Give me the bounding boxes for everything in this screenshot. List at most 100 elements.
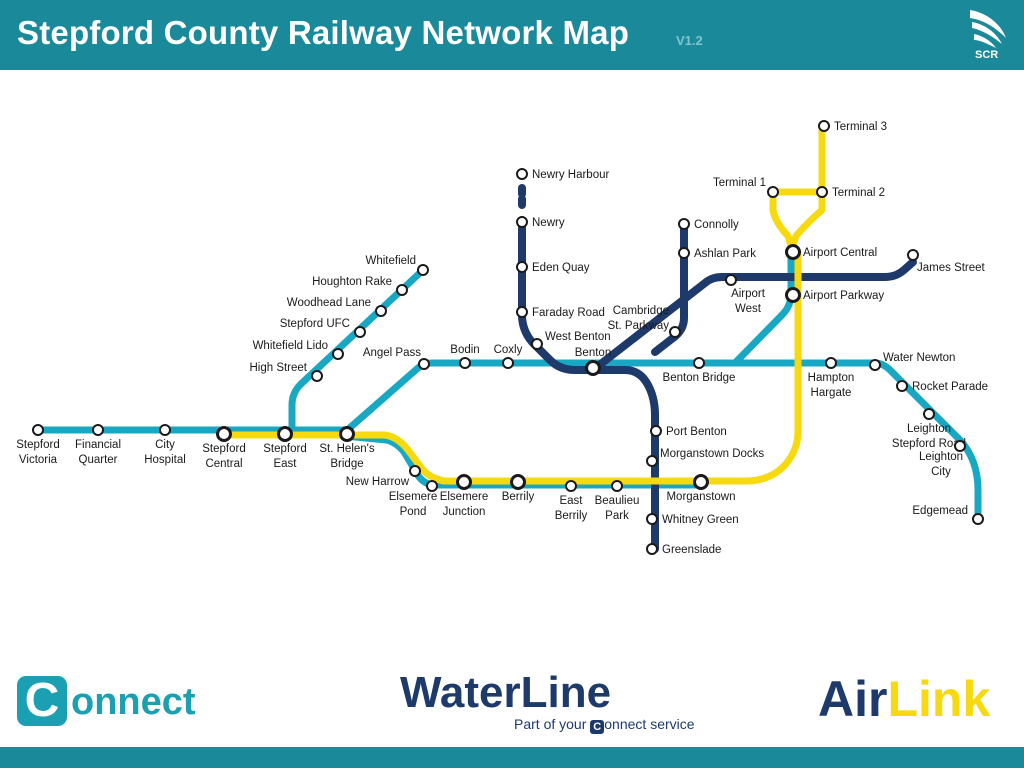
connect-line-whitefield-branch [288,266,427,434]
station-label-line: Port Benton [666,426,727,438]
station-whitefield-lido [332,348,344,360]
station-label-line: Whitefield Lido [253,340,328,352]
station-port-benton [650,425,662,437]
station-label-line: Hospital [144,454,186,466]
station-label-stepford-ufc: Stepford UFC [280,318,350,330]
station-label-bodin: Bodin [450,344,479,356]
station-whitney-green [646,513,658,525]
station-label-line: Edgemead [912,505,968,517]
station-label-water-newton: Water Newton [883,352,955,364]
station-connolly [678,218,690,230]
station-high-street [311,370,323,382]
version-label: V1.2 [676,33,703,48]
station-leighton-city [954,440,966,452]
station-label-terminal-2: Terminal 2 [832,187,885,199]
station-label-line: St. Helen's [319,443,374,455]
station-ashlan-park [678,247,690,259]
station-beaulieu-park [611,480,623,492]
station-label-line: Stepford [263,443,306,455]
station-label-connolly: Connolly [694,219,739,231]
connect-logo: C onnect [17,676,217,728]
station-label-line: High Street [249,362,307,374]
station-label-terminal-3: Terminal 3 [834,121,887,133]
station-label-line: Newry [532,217,565,229]
page-title: Stepford County Railway Network Map [17,14,630,51]
station-label-line: West [735,303,762,315]
waterline-james-street-branch [589,258,917,374]
station-label-line: City [931,466,951,478]
station-label-line: Coxly [494,344,523,356]
station-terminal-1 [767,186,779,198]
station-label-line: East [559,495,583,507]
scr-logo-text: SCR [975,49,999,61]
station-new-harrow [409,465,421,477]
station-water-newton [869,359,881,371]
station-label-line: Ashlan Park [694,248,756,260]
station-benton [585,360,601,376]
station-houghton-rake [396,284,408,296]
station-label-line: Newry Harbour [532,169,609,181]
station-terminal-2 [816,186,828,198]
station-rocket-parade [896,380,908,392]
station-west-benton [531,338,543,350]
connect-logo-initial: C [17,676,67,726]
station-label-line: Terminal 3 [834,121,887,133]
station-elsemere-junction [456,474,472,490]
station-elsemere-pond [426,480,438,492]
station-label-line: Pond [400,506,427,518]
station-label-port-benton: Port Benton [666,426,727,438]
connect-logo-text: onnect [71,681,196,723]
station-label-benton: Benton [575,347,611,359]
station-label-line: Benton [575,347,611,359]
station-bodin [459,357,471,369]
waterline-main [518,216,659,553]
station-label-angel-pass: Angel Pass [363,347,421,359]
station-label-line: Stepford [16,439,59,451]
station-label-line: Morganstown Docks [660,448,764,460]
station-label-coxly: Coxly [494,344,523,356]
station-label-airport-central: Airport Central [803,247,877,259]
station-label-greenslade: Greenslade [662,544,721,556]
waterline-logo: WaterLine [400,668,612,717]
station-coxly [502,357,514,369]
station-label-eden-quay: Eden Quay [532,262,590,274]
station-label-line: Terminal 2 [832,187,885,199]
tagline-connect-initial: C [590,720,605,734]
station-label-newry: Newry [532,217,565,229]
station-label-whitney-green: Whitney Green [662,514,739,526]
station-label-line: Cambridge [613,305,669,317]
station-label-line: Financial [75,439,121,451]
station-angel-pass [418,358,430,370]
station-label-line: Airport Central [803,247,877,259]
station-label-line: Stepford UFC [280,318,350,330]
station-label-line: Water Newton [883,352,955,364]
station-label-houghton-rake: Houghton Rake [312,276,392,288]
station-label-line: East [273,458,297,470]
scr-swoosh-icon [970,10,1006,48]
station-label-line: Woodhead Lane [287,297,371,309]
station-east-berrily [565,480,577,492]
station-label-line: Victoria [19,454,58,466]
station-label-line: St. Parkway [608,320,670,332]
station-label-line: Terminal 1 [713,177,766,189]
station-label-line: Berrily [555,510,588,522]
station-hampton-hargate [825,357,837,369]
station-label-james-street: James Street [917,262,986,274]
station-label-line: Faraday Road [532,307,605,319]
station-label-line: Park [605,510,629,522]
